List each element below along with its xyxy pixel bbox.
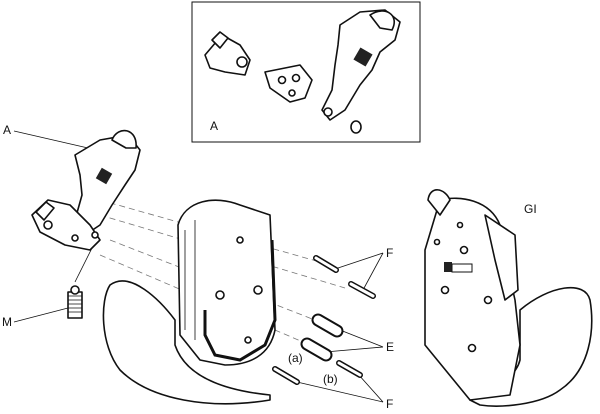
pin-f-2 — [348, 281, 376, 299]
spring — [67, 285, 83, 319]
inset-plate — [264, 64, 313, 103]
label-gi: GI — [524, 202, 537, 216]
label-f-top: F — [386, 246, 394, 260]
label-inset-a: A — [210, 119, 219, 133]
inset-hook — [321, 9, 401, 121]
label-e: E — [386, 340, 395, 354]
assembled-hook — [424, 189, 593, 407]
label-f-bottom: F — [386, 397, 394, 411]
inset-frame — [191, 1, 421, 143]
hook-body — [102, 199, 277, 405]
label-position-a: (a) — [288, 351, 303, 365]
pin-f-1 — [313, 255, 339, 273]
label-a: A — [3, 123, 12, 137]
label-position-b: (b) — [323, 372, 338, 386]
pin-e-1 — [311, 313, 344, 338]
inset-latch-left — [204, 31, 251, 76]
pin-f-4 — [336, 360, 363, 378]
label-m: M — [2, 315, 12, 329]
pin-f-3 — [272, 366, 300, 385]
inset-pin — [350, 120, 362, 134]
latch-assembly — [31, 129, 141, 251]
pin-e-2 — [300, 337, 333, 362]
